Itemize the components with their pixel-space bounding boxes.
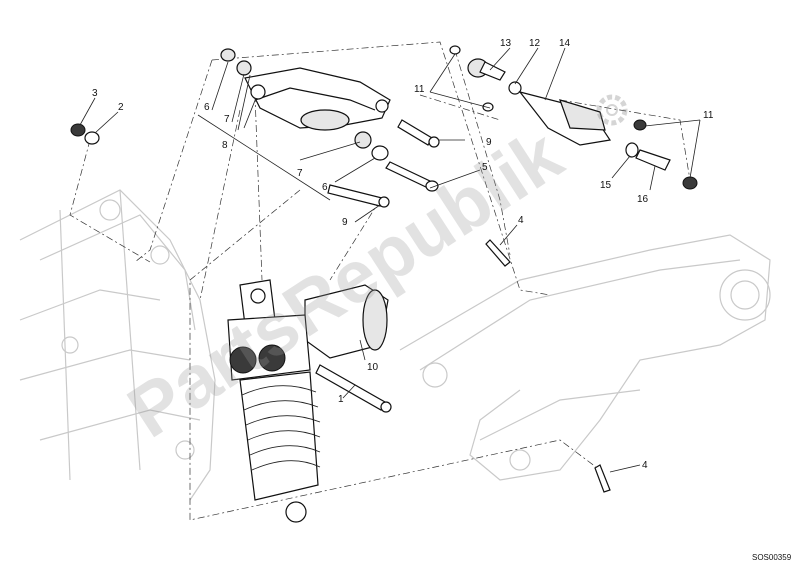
bolts [315,119,611,493]
callout-7: 7 [224,114,230,125]
callout-4: 4 [642,460,648,471]
callout-11: 11 [414,84,425,95]
callout-9: 9 [486,137,492,148]
callout-16: 16 [637,194,649,205]
callout-1: 1 [338,394,344,405]
callout-6: 6 [204,102,210,113]
gear-icon [596,94,628,126]
tie-rod-assembly [449,45,698,190]
callout-13: 13 [500,38,512,49]
callout-2: 2 [118,102,124,113]
callout-15: 15 [600,180,612,191]
rocker-link [244,67,391,131]
watermark-text: PartsRepublik [114,112,577,453]
callout-9: 9 [342,217,348,228]
assembly-lines [69,41,691,521]
callout-3: 3 [92,88,98,99]
callout-14: 14 [559,38,571,49]
callout-7: 7 [297,168,303,179]
watermark: PartsRepublik [114,112,577,453]
reference-code: SOS00359 [752,553,792,562]
callout-11: 11 [703,110,714,121]
callout-6: 6 [322,182,328,193]
callout-8: 8 [222,140,228,151]
callouts: 1 2 3 4 4 5 6 6 7 7 8 9 9 10 11 11 12 13… [92,38,714,471]
callout-10: 10 [367,362,379,373]
callout-12: 12 [529,38,541,49]
callout-5: 5 [482,162,488,173]
frame-ghost [19,189,216,501]
swingarm-ghost [399,234,771,481]
shock-absorber [227,279,389,523]
callout-4: 4 [518,215,524,226]
callout-leaders [79,47,701,473]
